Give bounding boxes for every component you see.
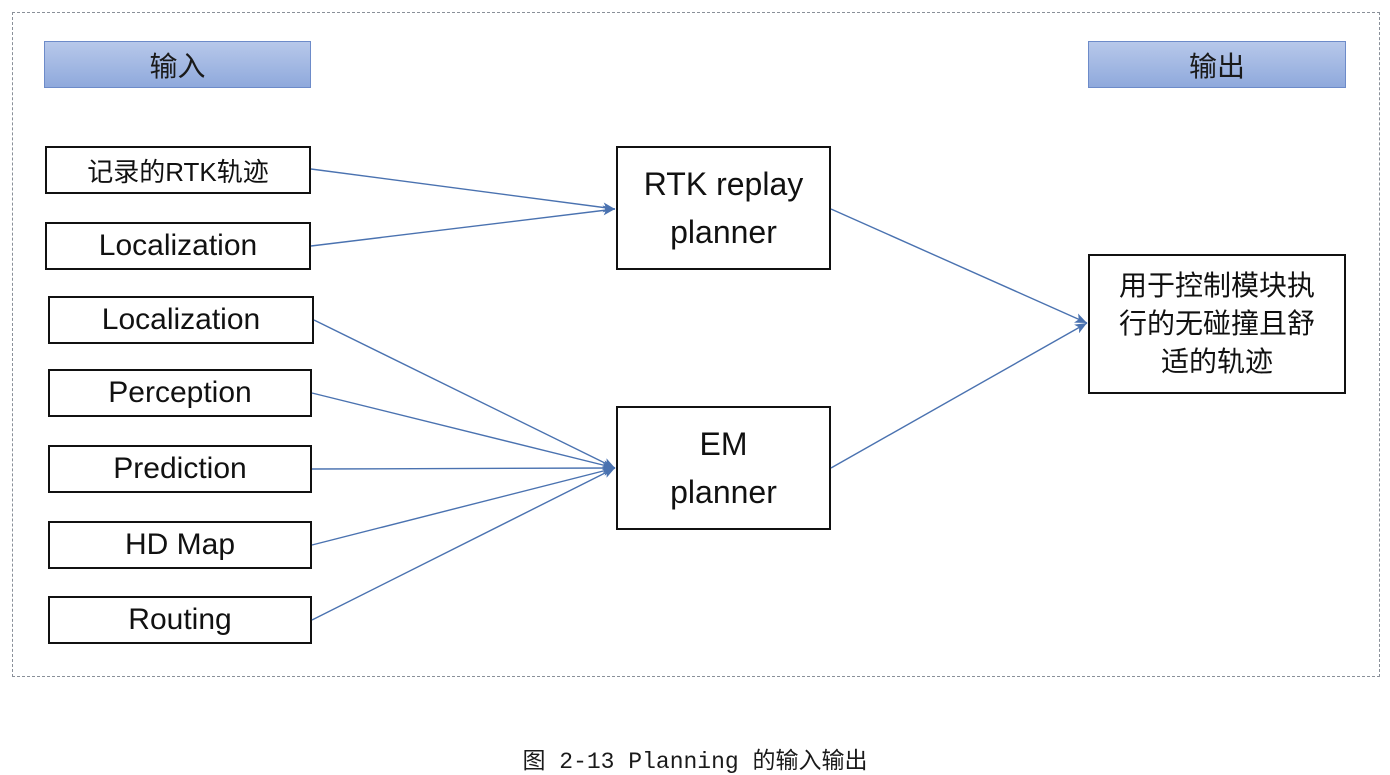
input-localization-em: Localization: [48, 296, 314, 344]
input-routing: Routing: [48, 596, 312, 644]
output-header: 输出: [1088, 41, 1346, 88]
input-recorded-rtk-track: 记录的RTK轨迹: [45, 146, 311, 194]
output-trajectory-box: 用于控制模块执行的无碰撞且舒适的轨迹: [1088, 254, 1346, 394]
input-header: 输入: [44, 41, 311, 88]
input-perception: Perception: [48, 369, 312, 417]
input-localization-rtk: Localization: [45, 222, 311, 270]
rtk-replay-planner-box: RTK replay planner: [616, 146, 831, 270]
input-hd-map: HD Map: [48, 521, 312, 569]
diagram-frame: [12, 12, 1380, 677]
output-trajectory-label: 用于控制模块执行的无碰撞且舒适的轨迹: [1118, 270, 1315, 377]
em-planner-label: EM planner: [670, 426, 777, 510]
em-planner-box: EM planner: [616, 406, 831, 530]
rtk-replay-planner-label: RTK replay planner: [643, 166, 804, 250]
input-prediction: Prediction: [48, 445, 312, 493]
figure-caption: 图 2-13 Planning 的输入输出: [522, 749, 868, 775]
